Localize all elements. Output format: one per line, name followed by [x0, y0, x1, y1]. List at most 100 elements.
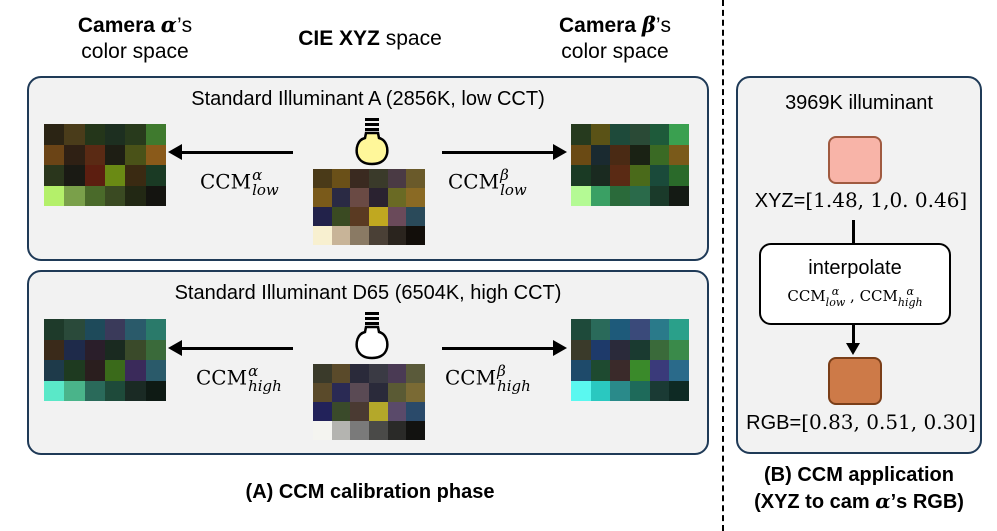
color-patch	[406, 226, 425, 245]
color-patch	[125, 380, 146, 401]
color-patch	[84, 144, 105, 165]
connector-bottom-head	[846, 343, 860, 355]
illuminant-title: 3969K illuminant	[785, 92, 933, 114]
color-patch	[571, 339, 591, 360]
color-patch	[105, 124, 126, 145]
arrow-low-left	[180, 151, 293, 154]
color-patch	[629, 360, 650, 381]
color-patch	[669, 380, 689, 401]
color-patch	[571, 165, 591, 186]
color-patch	[64, 144, 85, 165]
color-patch	[125, 319, 146, 340]
color-patch	[44, 144, 65, 165]
color-patch	[350, 402, 369, 421]
color-patch	[406, 402, 425, 421]
color-patch	[649, 165, 670, 186]
alpha-high-swatches	[44, 319, 166, 401]
color-patch	[368, 207, 388, 226]
color-patch	[669, 185, 689, 206]
caption-b: (B) CCM application (XYZ to cam α’s RGB)	[754, 464, 964, 513]
color-patch	[590, 165, 611, 186]
color-patch	[649, 319, 670, 340]
color-patch	[64, 319, 85, 340]
color-patch	[590, 144, 611, 165]
color-patch	[590, 185, 611, 206]
arrow-low-right	[442, 151, 554, 154]
color-patch	[105, 144, 126, 165]
color-patch	[313, 226, 332, 245]
color-patch	[84, 380, 105, 401]
color-patch	[368, 226, 388, 245]
connector-bottom	[852, 325, 855, 345]
arrow-low-right-head	[553, 144, 567, 160]
color-patch	[368, 421, 388, 440]
color-patch	[610, 144, 630, 165]
color-patch	[145, 124, 166, 145]
color-patch	[105, 380, 126, 401]
color-patch	[84, 339, 105, 360]
color-patch	[368, 188, 388, 207]
color-patch	[84, 319, 105, 340]
color-patch	[629, 185, 650, 206]
color-patch	[64, 185, 85, 206]
xyz-readout: XYZ=[1.48, 1,0. 0.46]	[754, 188, 968, 212]
section-divider	[722, 0, 724, 531]
color-patch	[649, 185, 670, 206]
color-patch	[649, 339, 670, 360]
color-patch	[313, 169, 332, 188]
color-patch	[84, 124, 105, 145]
color-patch	[669, 165, 689, 186]
color-patch	[313, 402, 332, 421]
alpha-low-swatches	[44, 124, 166, 206]
color-patch	[571, 144, 591, 165]
color-patch	[350, 207, 369, 226]
color-patch	[64, 124, 85, 145]
color-patch	[313, 207, 332, 226]
color-patch	[125, 124, 146, 145]
color-patch	[406, 188, 425, 207]
color-patch	[629, 124, 650, 145]
color-patch	[669, 339, 689, 360]
caption-a: (A) CCM calibration phase	[245, 481, 495, 503]
color-patch	[610, 319, 630, 340]
high-cct-title: Standard Illuminant D65 (6504K, high CCT…	[174, 282, 562, 304]
color-patch	[125, 165, 146, 186]
color-patch	[629, 165, 650, 186]
color-patch	[84, 165, 105, 186]
color-patch	[64, 360, 85, 381]
color-patch	[406, 421, 425, 440]
interpolate-label: interpolate	[808, 257, 902, 279]
color-patch	[350, 421, 369, 440]
color-patch	[64, 165, 85, 186]
color-patch	[571, 380, 591, 401]
color-patch	[331, 169, 351, 188]
color-patch	[350, 169, 369, 188]
color-patch	[590, 339, 611, 360]
color-patch	[387, 207, 407, 226]
color-patch	[610, 185, 630, 206]
color-patch	[387, 402, 407, 421]
color-patch	[331, 226, 351, 245]
beta-high-swatches	[571, 319, 689, 401]
color-patch	[368, 169, 388, 188]
color-patch	[331, 188, 351, 207]
color-patch	[368, 402, 388, 421]
color-patch	[84, 360, 105, 381]
color-patch	[313, 364, 332, 383]
color-patch	[406, 207, 425, 226]
color-patch	[105, 339, 126, 360]
color-patch	[610, 124, 630, 145]
color-patch	[145, 144, 166, 165]
color-patch	[105, 185, 126, 206]
color-patch	[571, 185, 591, 206]
color-patch	[629, 144, 650, 165]
beta-low-swatches	[571, 124, 689, 206]
color-patch	[145, 360, 166, 381]
color-patch	[669, 319, 689, 340]
color-patch	[105, 165, 126, 186]
